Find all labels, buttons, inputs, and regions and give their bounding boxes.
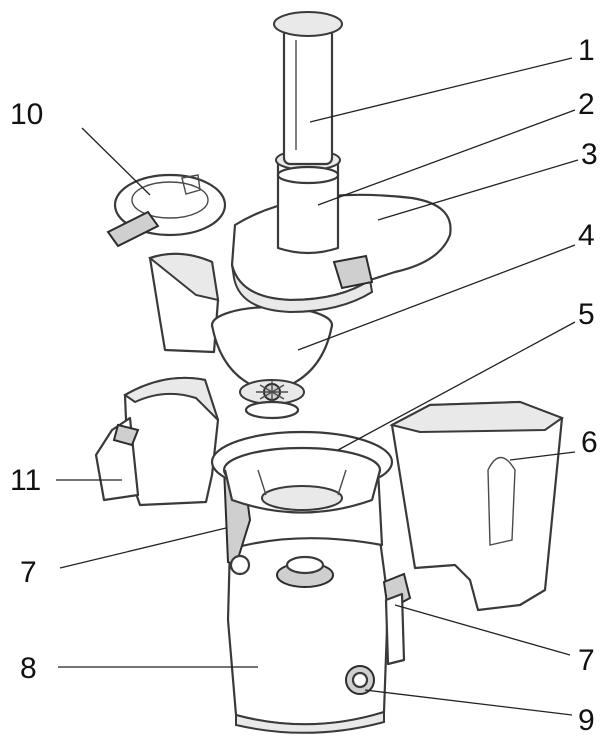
juicer-cover <box>230 193 452 314</box>
foam-separator <box>147 252 220 354</box>
callout-7-right: 7 <box>578 644 595 677</box>
pulp-container <box>389 400 565 612</box>
leader-5 <box>337 321 576 451</box>
leader-3 <box>377 159 579 221</box>
leader-4 <box>297 244 576 351</box>
callout-10: 10 <box>10 98 43 131</box>
leader-7a <box>59 527 227 569</box>
leader-1 <box>309 57 573 123</box>
callout-3: 3 <box>581 138 598 171</box>
callout-2: 2 <box>578 88 595 121</box>
locking-arm-right <box>382 572 412 666</box>
feed-chute <box>275 149 341 255</box>
motor-base <box>226 461 390 734</box>
callout-8: 8 <box>20 652 37 685</box>
filter-bowl <box>210 430 394 514</box>
leader-lines <box>56 57 579 716</box>
callout-labels: 1 2 3 4 5 6 7 7 8 9 10 11 <box>10 34 598 737</box>
filter-basket <box>210 305 334 420</box>
leader-6 <box>509 451 576 461</box>
jug-lid <box>106 173 227 248</box>
leader-7b <box>394 604 571 656</box>
callout-5: 5 <box>578 298 595 331</box>
food-pusher <box>273 11 343 166</box>
leader-9 <box>364 689 573 716</box>
callout-4: 4 <box>578 219 595 252</box>
callout-11: 11 <box>10 464 41 497</box>
callout-9: 9 <box>578 704 595 737</box>
juice-jug <box>94 376 220 507</box>
leader-2 <box>317 109 576 206</box>
callout-6: 6 <box>581 426 598 459</box>
callout-7-left: 7 <box>20 556 37 589</box>
callout-1: 1 <box>578 34 595 67</box>
leader-10 <box>81 127 151 196</box>
